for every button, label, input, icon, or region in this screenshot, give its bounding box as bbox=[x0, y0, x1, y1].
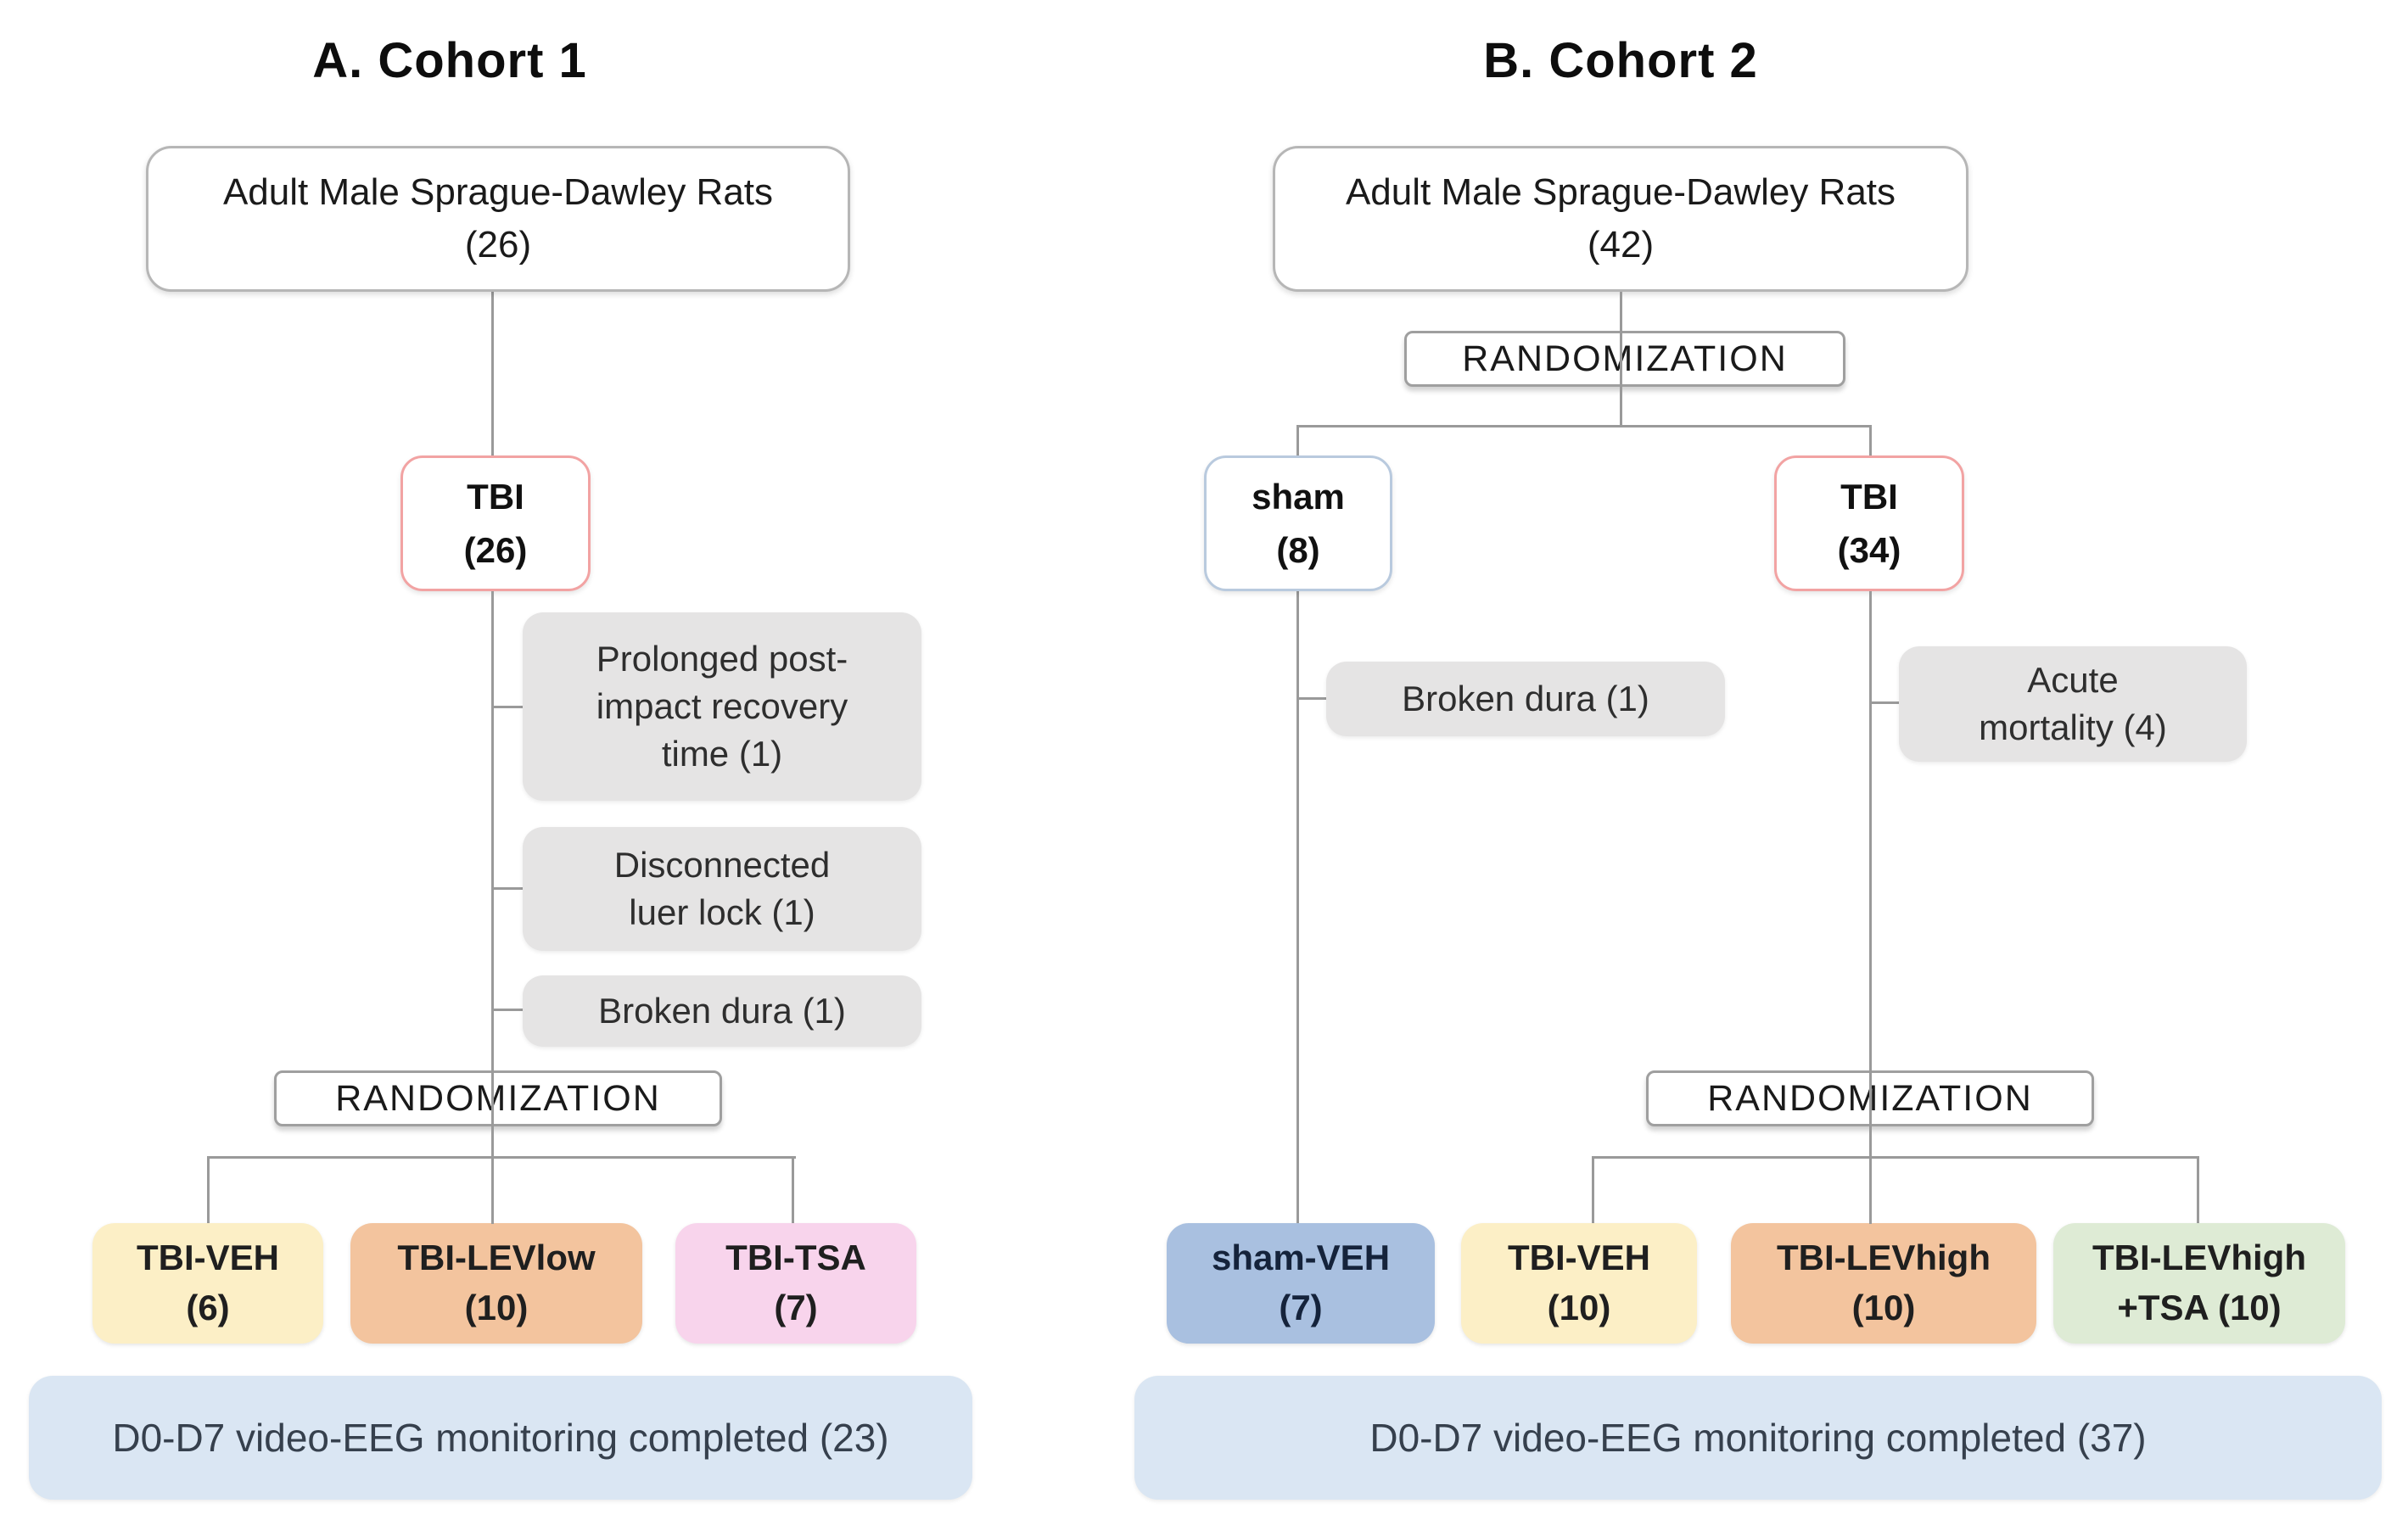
arm-count: (26) bbox=[463, 530, 528, 570]
arm-count: (8) bbox=[1276, 530, 1320, 570]
connector-c2-drop-left bbox=[1592, 1156, 1594, 1224]
exclusion-box-prolonged-recovery: Prolonged post- impact recovery time (1) bbox=[523, 612, 921, 801]
connector-c1-stub-exclusion-3 bbox=[492, 1009, 524, 1011]
connector-c1-drop-right bbox=[792, 1156, 794, 1224]
population-label: Adult Male Sprague-Dawley Rats bbox=[1345, 170, 1896, 213]
exclusion-line: time (1) bbox=[661, 733, 783, 774]
exclusion-line: Prolonged post- bbox=[596, 639, 848, 679]
connector-c1-top-to-tbi bbox=[491, 292, 494, 456]
exclusion-line: mortality (4) bbox=[1979, 707, 2167, 747]
connector-c2-split-bar-1 bbox=[1296, 425, 1872, 428]
connector-c2-split-bar-2 bbox=[1592, 1156, 2199, 1159]
outcome-box-cohort1: D0-D7 video-EEG monitoring completed (23… bbox=[29, 1376, 972, 1500]
group-label: TBI-VEH bbox=[137, 1238, 279, 1278]
group-label: TBI-LEVhigh bbox=[2092, 1238, 2306, 1278]
group-count: (10) bbox=[1547, 1288, 1611, 1327]
exclusion-line: Broken dura (1) bbox=[598, 991, 846, 1031]
connector-c2-stub-broken-dura bbox=[1297, 697, 1328, 700]
connector-c2-stub-acute-mortality bbox=[1870, 701, 1901, 704]
group-count: (10) bbox=[464, 1288, 529, 1327]
group-box-tbi-veh-c1: TBI-VEH (6) bbox=[92, 1223, 323, 1344]
exclusion-box-acute-mortality: Acute mortality (4) bbox=[1899, 646, 2247, 762]
population-label: Adult Male Sprague-Dawley Rats bbox=[222, 170, 774, 213]
group-label: TBI-LEVlow bbox=[397, 1238, 596, 1278]
exclusion-box-luer-lock: Disconnected luer lock (1) bbox=[523, 827, 921, 951]
group-count: (7) bbox=[774, 1288, 818, 1327]
panel-a-title: A. Cohort 1 bbox=[312, 33, 587, 88]
outcome-label: D0-D7 video-EEG monitoring completed (23… bbox=[112, 1416, 889, 1460]
population-count: (26) bbox=[464, 224, 532, 265]
sham-box-cohort2: sham (8) bbox=[1204, 455, 1392, 591]
population-count: (42) bbox=[1587, 224, 1655, 265]
group-count: (7) bbox=[1279, 1288, 1323, 1327]
exclusion-line: impact recovery bbox=[596, 686, 848, 727]
exclusion-box-broken-dura-c1: Broken dura (1) bbox=[523, 975, 921, 1047]
connector-c2-tbi-to-groups bbox=[1869, 591, 1872, 1224]
randomization-label: RANDOMIZATION bbox=[335, 1077, 661, 1119]
tbi-box-cohort1: TBI (26) bbox=[400, 455, 591, 591]
outcome-label: D0-D7 video-EEG monitoring completed (37… bbox=[1369, 1416, 2147, 1460]
arm-count: (34) bbox=[1837, 530, 1901, 570]
group-box-sham-veh: sham-VEH (7) bbox=[1167, 1223, 1435, 1344]
connector-c1-tbi-to-groups bbox=[491, 591, 494, 1224]
group-box-tbi-levlow: TBI-LEVlow (10) bbox=[350, 1223, 642, 1344]
connector-c1-stub-exclusion-1 bbox=[492, 706, 524, 708]
group-box-tbi-tsa: TBI-TSA (7) bbox=[675, 1223, 916, 1344]
connector-c1-stub-exclusion-2 bbox=[492, 887, 524, 890]
randomization-box-cohort1: RANDOMIZATION bbox=[274, 1070, 722, 1126]
connector-c2-sham-to-group bbox=[1296, 591, 1299, 1224]
exclusion-line: Disconnected bbox=[613, 845, 831, 886]
outcome-box-cohort2: D0-D7 video-EEG monitoring completed (37… bbox=[1134, 1376, 2382, 1500]
panel-b-title: B. Cohort 2 bbox=[1483, 33, 1758, 88]
randomization-box-cohort2-first: RANDOMIZATION bbox=[1404, 331, 1845, 387]
connector-c2-drop-right bbox=[2197, 1156, 2199, 1224]
population-box-cohort1: Adult Male Sprague-Dawley Rats (26) bbox=[146, 146, 850, 292]
connector-c1-drop-left bbox=[207, 1156, 210, 1224]
connector-c2-drop-tbi bbox=[1869, 425, 1872, 457]
group-label: TBI-VEH bbox=[1508, 1238, 1650, 1278]
group-count: (10) bbox=[1851, 1288, 1916, 1327]
arm-label: sham bbox=[1252, 477, 1345, 517]
group-label: TBI-TSA bbox=[725, 1238, 866, 1278]
exclusion-line: Broken dura (1) bbox=[1402, 679, 1649, 719]
randomization-label: RANDOMIZATION bbox=[1462, 338, 1788, 379]
group-box-tbi-levhigh: TBI-LEVhigh (10) bbox=[1731, 1223, 2036, 1344]
tbi-box-cohort2: TBI (34) bbox=[1774, 455, 1964, 591]
arm-label: TBI bbox=[467, 477, 524, 517]
connector-c1-split-bar bbox=[207, 1156, 796, 1159]
exclusion-line: luer lock (1) bbox=[629, 892, 815, 932]
group-label: TBI-LEVhigh bbox=[1777, 1238, 1991, 1278]
arm-label: TBI bbox=[1840, 477, 1898, 517]
connector-c2-top-to-split bbox=[1620, 292, 1622, 428]
group-box-tbi-levhigh-tsa: TBI-LEVhigh +TSA (10) bbox=[2053, 1223, 2345, 1344]
group-box-tbi-veh-c2: TBI-VEH (10) bbox=[1461, 1223, 1697, 1344]
connector-c2-drop-sham bbox=[1296, 425, 1299, 457]
group-count: +TSA (10) bbox=[2117, 1288, 2282, 1327]
exclusion-line: Acute bbox=[2027, 660, 2119, 701]
group-count: (6) bbox=[186, 1288, 230, 1327]
exclusion-box-broken-dura-c2: Broken dura (1) bbox=[1326, 662, 1725, 736]
group-label: sham-VEH bbox=[1211, 1238, 1391, 1278]
population-box-cohort2: Adult Male Sprague-Dawley Rats (42) bbox=[1273, 146, 1968, 292]
